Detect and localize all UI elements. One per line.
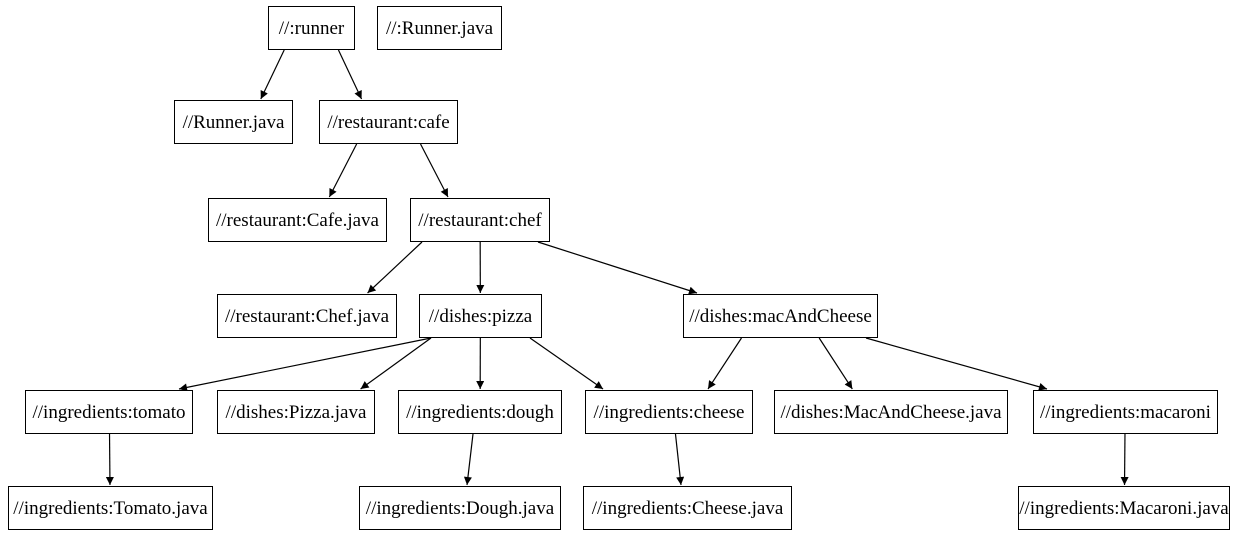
- node-cheese: //ingredients:cheese: [585, 390, 753, 434]
- node-runner: //:runner: [268, 6, 355, 50]
- edge-cheese-to-cheese-java: [674, 433, 685, 486]
- edge-chef-to-mac-and-cheese: [537, 241, 698, 295]
- node-tomato: //ingredients:tomato: [25, 390, 193, 434]
- edge-cafe-to-cafe-java: [328, 143, 358, 198]
- node-cafe: //restaurant:cafe: [319, 100, 458, 144]
- node-chef: //restaurant:chef: [410, 198, 550, 242]
- node-runner-java-target: //:Runner.java: [377, 6, 502, 50]
- edge-runner-to-cafe: [337, 49, 363, 100]
- node-pizza: //dishes:pizza: [419, 294, 542, 338]
- edge-pizza-to-pizza-java: [360, 337, 432, 390]
- edge-cafe-to-chef: [419, 143, 449, 198]
- node-runner-java: //Runner.java: [174, 100, 293, 144]
- node-dough: //ingredients:dough: [398, 390, 562, 434]
- node-cheese-java: //ingredients:Cheese.java: [583, 486, 792, 530]
- edge-pizza-to-cheese: [529, 337, 604, 390]
- edge-mac-and-cheese-to-cheese: [707, 337, 742, 390]
- node-tomato-java: //ingredients:Tomato.java: [8, 486, 213, 530]
- node-mac-and-cheese: //dishes:macAndCheese: [683, 294, 878, 338]
- edge-runner-to-runner-java: [260, 49, 285, 100]
- edge-mac-and-cheese-to-mac-and-cheese-java: [818, 337, 853, 390]
- node-mac-and-cheese-java: //dishes:MacAndCheese.java: [774, 390, 1008, 434]
- edge-dough-to-dough-java: [463, 433, 474, 486]
- node-macaroni: //ingredients:macaroni: [1033, 390, 1218, 434]
- node-dough-java: //ingredients:Dough.java: [359, 486, 561, 530]
- node-cafe-java: //restaurant:Cafe.java: [208, 198, 387, 242]
- node-chef-java: //restaurant:Chef.java: [217, 294, 397, 338]
- edge-chef-to-chef-java: [367, 241, 423, 294]
- edge-pizza-to-tomato: [178, 337, 432, 392]
- node-pizza-java: //dishes:Pizza.java: [217, 390, 375, 434]
- node-macaroni-java: //ingredients:Macaroni.java: [1018, 486, 1230, 530]
- edge-mac-and-cheese-to-macaroni: [865, 337, 1048, 391]
